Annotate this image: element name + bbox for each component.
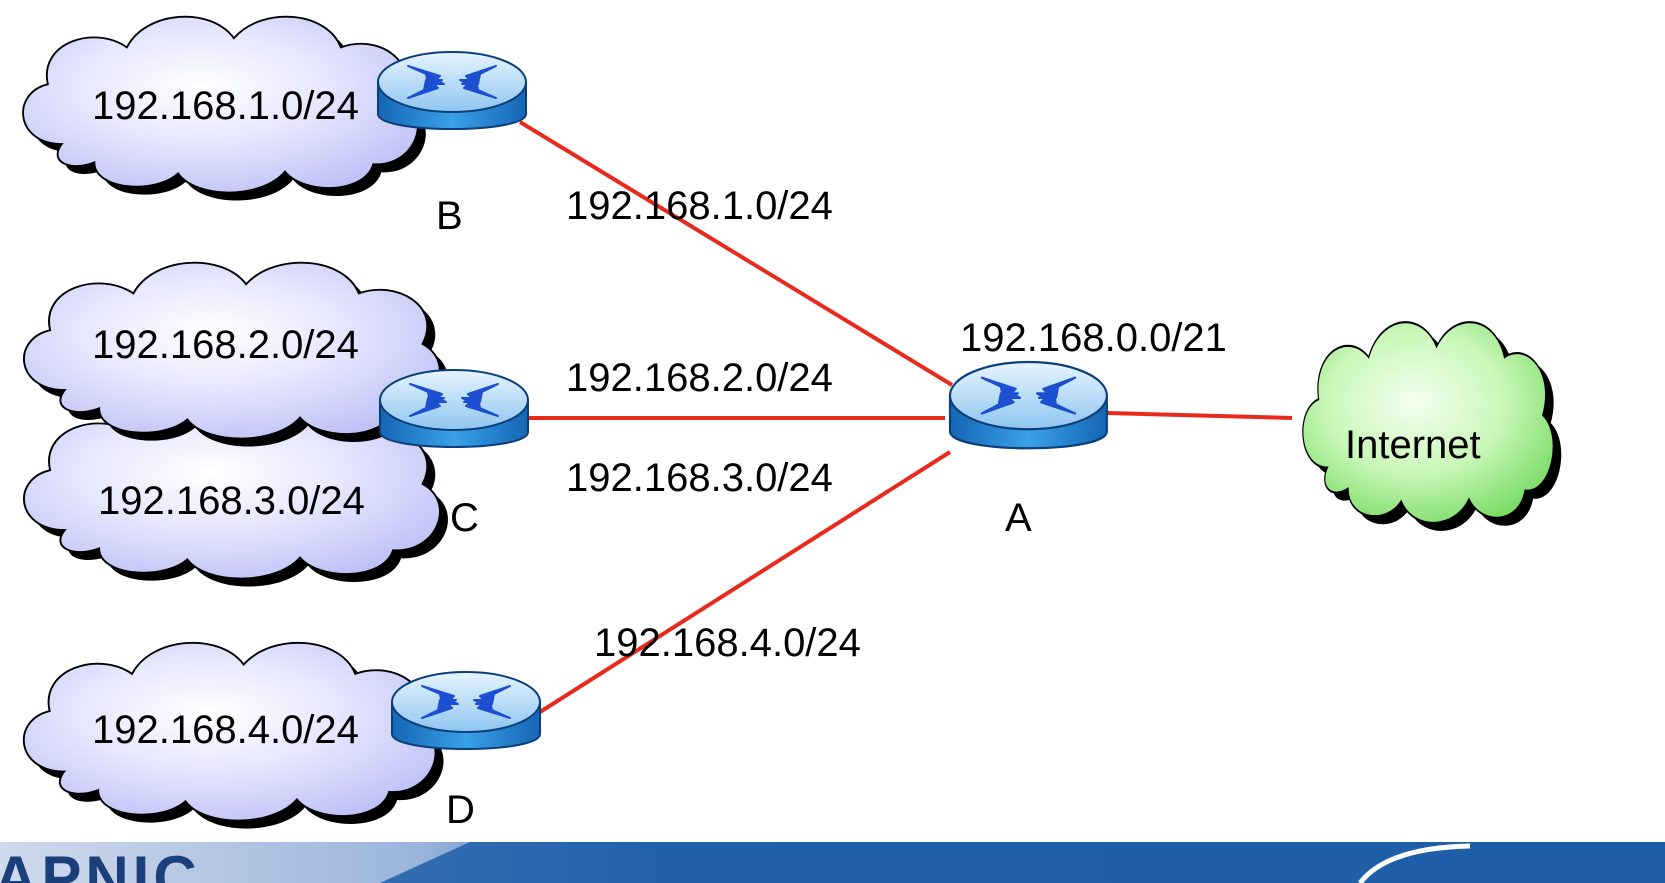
cloud-c2-label: 192.168.3.0/24 [98,479,365,523]
link-d-a [538,450,952,714]
link-a-internet [1106,411,1293,420]
cloud-c1-label: 192.168.2.0/24 [92,323,359,367]
footer-logo-text: APNIC [0,844,201,883]
link-d-label: 192.168.4.0/24 [594,621,861,665]
router-d-icon [391,671,541,750]
link-c1-label: 192.168.2.0/24 [566,356,833,400]
links [518,120,1293,714]
router-a-label: A [1005,496,1032,540]
router-d-label: D [446,788,475,832]
internet-label: Internet [1345,423,1481,467]
link-b-a [518,120,954,387]
router-c-icon [379,369,529,448]
footer-graphic [0,842,1665,883]
router-b-icon [377,51,527,130]
footer-band: APNIC [0,842,1665,883]
router-c-label: C [450,496,479,540]
cloud-b-label: 192.168.1.0/24 [92,84,359,128]
router-b-label: B [436,194,463,238]
link-c2-label: 192.168.3.0/24 [566,456,833,500]
footer-swoosh-icon [1358,843,1471,883]
cloud-d-label: 192.168.4.0/24 [92,708,359,752]
router-a-summary-label: 192.168.0.0/21 [960,316,1227,360]
router-a-icon [948,360,1109,450]
link-b-label: 192.168.1.0/24 [566,184,833,228]
